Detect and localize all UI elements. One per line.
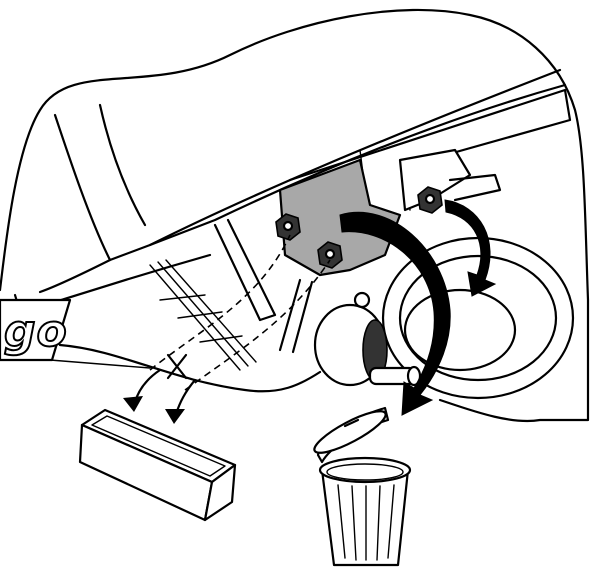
chassis-lower	[60, 345, 320, 391]
bracket-vertical	[215, 220, 275, 320]
storage-tray-icon	[80, 410, 235, 520]
bolt-hole	[355, 293, 369, 307]
bracket-tab	[450, 175, 500, 200]
arrow-icon	[165, 380, 195, 424]
arrow-icon	[123, 370, 160, 412]
logo-fragment: go	[4, 306, 68, 357]
deck-edge-inner	[100, 105, 145, 225]
trash-can-icon	[310, 404, 410, 565]
